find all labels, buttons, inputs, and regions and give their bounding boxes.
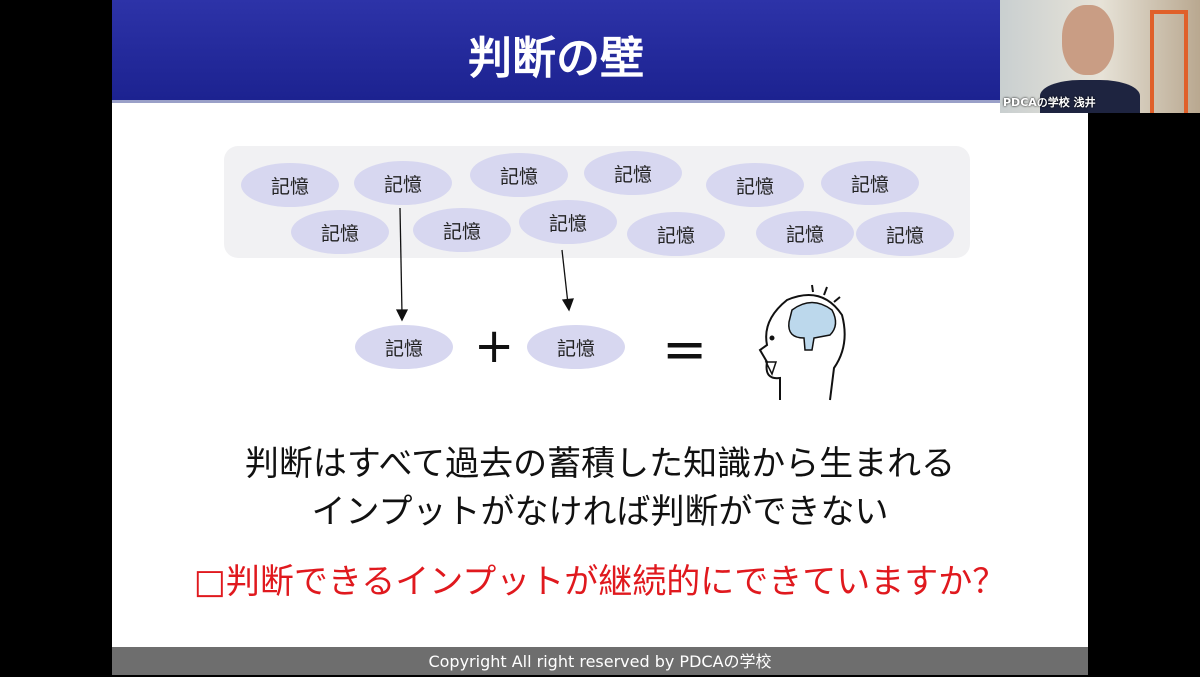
memory-bubble: 記憶 <box>706 163 804 207</box>
text-line-2: インプットがなければ判断ができない <box>311 492 889 532</box>
memory-bubble: 記憶 <box>627 212 725 256</box>
participant-name: PDCAの学校 浅井 <box>1003 96 1096 109</box>
memory-bubble: 記憶 <box>519 200 617 244</box>
memory-bubble: 記憶 <box>354 161 452 205</box>
diagram-arrows <box>395 207 846 401</box>
webcam-video: PDCAの学校 浅井 <box>1000 0 1200 113</box>
slide: 判断の壁 記憶記憶記憶記憶記憶記憶記憶記憶記憶記憶記憶記憶記憶記憶 + = 判断… <box>112 0 1088 675</box>
memory-bubble-selected: 記憶 <box>355 325 453 369</box>
memory-bubble: 記憶 <box>470 153 568 197</box>
background-frame <box>1150 10 1188 113</box>
presenter-face <box>1062 5 1114 75</box>
memory-bubble: 記憶 <box>291 210 389 254</box>
title-bar: 判断の壁 <box>112 0 1088 103</box>
memory-bubble: 記憶 <box>756 211 854 255</box>
memory-bubble-selected: 記憶 <box>527 325 625 369</box>
arrow-left <box>399 207 403 315</box>
arrow-right <box>561 249 569 305</box>
memory-bubble: 記憶 <box>241 163 339 207</box>
copyright-footer: Copyright All right reserved by PDCAの学校 <box>112 647 1088 675</box>
slide-title: 判断の壁 <box>468 33 644 84</box>
plus-sign: + <box>474 318 515 374</box>
memory-bubble: 記憶 <box>821 161 919 205</box>
memory-bubble: 記憶 <box>856 212 954 256</box>
question-text: □判断できるインプットが継続的にできていますか？ <box>193 562 1007 602</box>
equals-sign: = <box>662 318 708 381</box>
text-line-1: 判断はすべて過去の蓄積した知識から生まれる <box>244 444 956 484</box>
presenter-suit <box>1040 80 1140 113</box>
memory-bubble: 記憶 <box>413 208 511 252</box>
memory-bubble: 記憶 <box>584 151 682 195</box>
head-brain-icon <box>758 284 846 401</box>
